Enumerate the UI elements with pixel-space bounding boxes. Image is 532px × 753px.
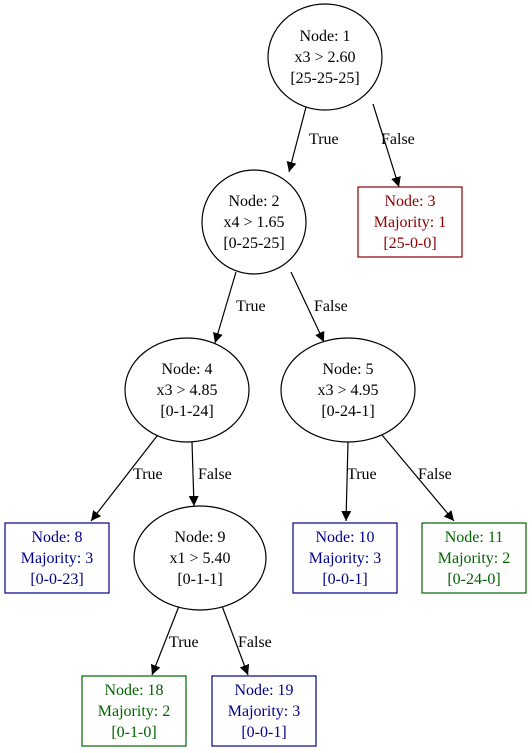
node-text-line: [25-25-25] <box>290 70 359 87</box>
node-text-line: x3 > 2.60 <box>294 49 355 66</box>
edge-n2-n4: True <box>213 271 266 344</box>
node-text-line: Majority: 2 <box>438 550 510 567</box>
edge-label: False <box>381 131 415 148</box>
edge-label: False <box>238 634 272 651</box>
leaf-node-10: Node: 10 Majority: 3 [0-0-1] <box>292 522 398 594</box>
leaf-node-19: Node: 19 Majority: 3 [0-0-1] <box>211 675 317 747</box>
node-text-line: [0-25-25] <box>223 235 284 252</box>
node-text-line: Majority: 3 <box>228 703 300 720</box>
node-ellipse <box>133 505 267 611</box>
edge-n5-n10: True <box>341 441 377 522</box>
node-ellipse <box>267 3 383 111</box>
node-box <box>357 186 463 258</box>
node-text-line: [0-24-1] <box>321 403 374 420</box>
edge-arrow <box>290 271 325 343</box>
edge-n2-n5: False <box>290 271 348 343</box>
split-node-2: Node: 2 x4 > 1.65 [0-25-25] <box>201 169 307 275</box>
edge-label: False <box>314 298 348 315</box>
node-ellipse <box>201 169 307 275</box>
edge-n5-n11: False <box>381 434 455 522</box>
node-text-line: Node: 3 <box>384 193 435 210</box>
node-text-line: Node: 9 <box>174 529 225 546</box>
node-text-line: Node: 1 <box>299 28 350 45</box>
node-box <box>211 675 317 747</box>
node-text-line: [0-0-23] <box>30 571 83 588</box>
node-text-line: Majority: 2 <box>98 703 170 720</box>
edge-label: True <box>347 466 377 483</box>
node-text-line: [0-0-1] <box>322 571 367 588</box>
node-text-line: x3 > 4.95 <box>317 382 378 399</box>
leaf-node-18: Node: 18 Majority: 2 [0-1-0] <box>81 675 187 747</box>
node-ellipse <box>280 337 416 443</box>
node-text-line: Node: 19 <box>234 682 293 699</box>
edge-arrow <box>150 605 180 676</box>
node-box <box>81 675 187 747</box>
edge-arrow <box>221 605 250 676</box>
node-text-line: Node: 8 <box>31 529 82 546</box>
node-text-line: [0-1-0] <box>111 724 156 741</box>
node-text-line: Majority: 3 <box>21 550 93 567</box>
edge-n9-n18: True <box>150 605 199 676</box>
node-text-line: [0-1-1] <box>177 571 222 588</box>
node-text-line: Node: 11 <box>445 529 504 546</box>
edge-label: True <box>133 466 163 483</box>
node-text-line: [25-0-0] <box>383 235 436 252</box>
node-text-line: Node: 2 <box>228 193 279 210</box>
node-text-line: Node: 18 <box>104 682 163 699</box>
leaf-node-8: Node: 8 Majority: 3 [0-0-23] <box>4 522 110 594</box>
node-text-line: Majority: 3 <box>309 550 381 567</box>
node-text-line: x1 > 5.40 <box>169 550 230 567</box>
leaf-node-3: Node: 3 Majority: 1 [25-0-0] <box>357 186 463 258</box>
split-node-1: Node: 1 x3 > 2.60 [25-25-25] <box>267 3 383 111</box>
node-text-line: Node: 5 <box>322 361 373 378</box>
node-box <box>292 522 398 594</box>
edge-n1-n2: True <box>286 106 339 173</box>
edge-arrow <box>90 435 158 522</box>
split-node-9: Node: 9 x1 > 5.40 [0-1-1] <box>133 505 267 611</box>
leaf-node-11: Node: 11 Majority: 2 [0-24-0] <box>421 522 527 594</box>
nodes-layer: Node: 1 x3 > 2.60 [25-25-25] Node: 2 x4 > 1.… <box>4 3 527 747</box>
node-ellipse <box>124 337 250 443</box>
node-text-line: Node: 4 <box>161 361 212 378</box>
edge-arrow <box>286 106 307 173</box>
edge-arrow <box>213 271 237 344</box>
edge-n4-n8: True <box>90 435 163 522</box>
split-node-5: Node: 5 x3 > 4.95 [0-24-1] <box>280 337 416 443</box>
edge-arrow <box>341 441 352 522</box>
node-text-line: [0-0-1] <box>241 724 286 741</box>
node-text-line: [0-24-0] <box>447 571 500 588</box>
edge-n1-n3: False <box>372 103 415 188</box>
edge-label: True <box>236 298 266 315</box>
edge-label: False <box>198 466 232 483</box>
node-text-line: x3 > 4.85 <box>156 382 217 399</box>
node-text-line: Majority: 1 <box>374 214 446 231</box>
edge-label: False <box>418 466 452 483</box>
node-box <box>4 522 110 594</box>
node-text-line: [0-1-24] <box>160 403 213 420</box>
node-text-line: Node: 10 <box>315 529 374 546</box>
edge-n9-n19: False <box>221 605 272 676</box>
edge-arrow <box>381 434 455 522</box>
node-text-line: x4 > 1.65 <box>223 214 284 231</box>
edge-n4-n9: False <box>188 441 232 507</box>
edge-arrow <box>188 441 199 507</box>
split-node-4: Node: 4 x3 > 4.85 [0-1-24] <box>124 337 250 443</box>
node-box <box>421 522 527 594</box>
edge-label: True <box>309 131 339 148</box>
edge-label: True <box>169 634 199 651</box>
edge-arrow <box>372 103 401 188</box>
